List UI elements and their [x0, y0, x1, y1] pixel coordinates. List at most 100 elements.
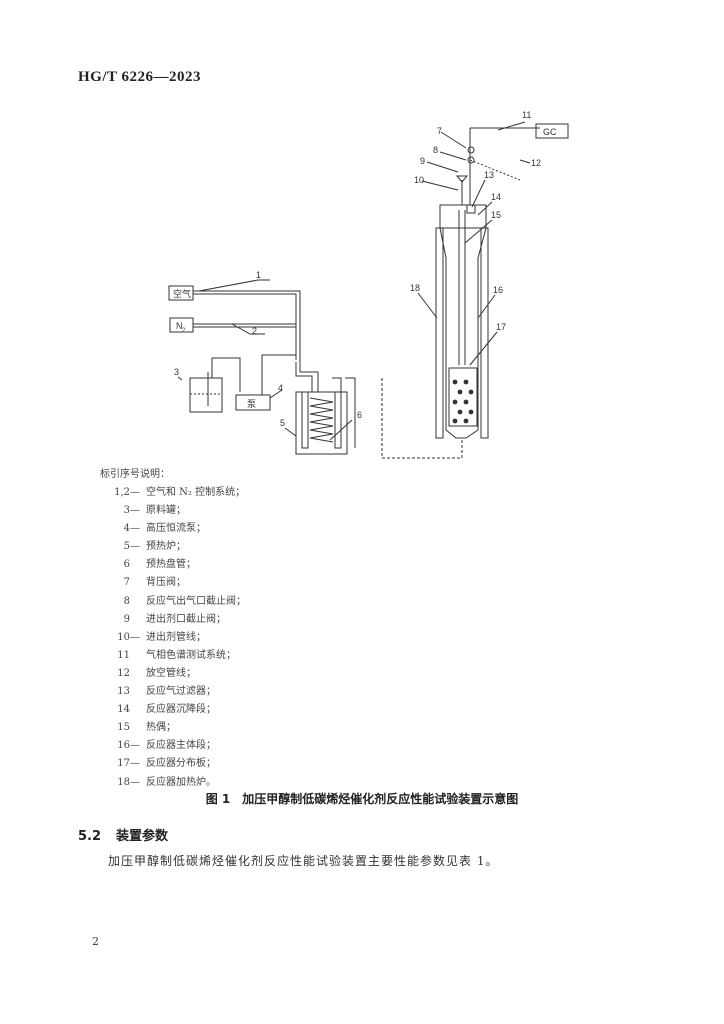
callout-5: 5 — [280, 418, 285, 428]
section-title: 装置参数 — [116, 829, 169, 844]
reaction-gas-filter — [466, 204, 476, 214]
callout-11: 11 — [522, 110, 531, 120]
callout-9: 9 — [420, 156, 425, 166]
legend-item-dash — [130, 701, 146, 719]
legend-item: 15 热偶； — [100, 719, 246, 737]
reactor-settling-section — [439, 204, 487, 439]
callout-13: 13 — [484, 170, 494, 180]
callout-15: 15 — [491, 210, 501, 220]
legend: 标引序号说明： 1,2—空气和 N₂ 控制系统； 3—原料罐； 4—高压恒流泵；… — [100, 466, 246, 792]
legend-item-text: 进出剂管线； — [146, 631, 206, 643]
legend-item-text: 反应器分布板； — [146, 758, 216, 770]
callout-16: 16 — [493, 285, 503, 295]
legend-item-num: 14 — [117, 704, 130, 716]
legend-intro: 标引序号说明： — [100, 469, 170, 480]
callout-12: 12 — [531, 158, 541, 168]
legend-item-text: 反应气过滤器； — [146, 686, 216, 698]
apparatus-diagram: 空气 N 2 泵 GC 1 2 3 4 5 6 7 8 9 10 11 12 1… — [168, 110, 569, 459]
back-pressure-valve — [467, 146, 475, 154]
reactor-furnace-left — [435, 227, 444, 439]
legend-item-dash: — — [130, 776, 140, 788]
legend-item-dash: — — [130, 523, 140, 535]
air-label: 空气 — [173, 288, 191, 299]
legend-item-num: 11 — [117, 649, 130, 661]
legend-item-num: 4 — [123, 523, 130, 535]
legend-item: 5—预热炉； — [100, 538, 246, 556]
n2-label: N — [176, 321, 183, 331]
air-line — [193, 290, 301, 360]
legend-item-dash: — — [130, 740, 140, 752]
legend-item-text: 原料罐； — [146, 505, 186, 517]
callout-1: 1 — [256, 270, 261, 280]
legend-item: 17— 反应器分布板； — [100, 755, 246, 773]
callout-2: 2 — [252, 326, 257, 336]
preheat-coil — [309, 397, 334, 443]
legend-item-dash — [130, 593, 146, 611]
legend-item-dash: — — [130, 541, 140, 553]
legend-item-num: 18 — [117, 776, 130, 788]
pump-label: 泵 — [247, 399, 256, 409]
legend-item-dash: — — [130, 487, 140, 498]
reactor-furnace-right — [480, 227, 489, 439]
legend-item-num: 1,2 — [114, 487, 130, 498]
callout-7: 7 — [437, 126, 442, 136]
pump-box — [235, 394, 271, 411]
legend-item-dash — [130, 611, 146, 629]
air-control-box — [168, 285, 194, 301]
legend-item: 14 反应器沉降段； — [100, 701, 246, 719]
legend-item-text: 反应器沉降段； — [146, 704, 216, 716]
legend-item: 3—原料罐； — [100, 502, 246, 520]
n2-subscript: 2 — [182, 328, 186, 334]
legend-item-dash — [130, 574, 146, 592]
legend-item-dash: — — [130, 758, 140, 770]
callout-3: 3 — [174, 367, 179, 377]
legend-item-num: 5 — [123, 541, 130, 553]
legend-item-dash — [130, 719, 146, 737]
figure-caption: 图 1 加压甲醇制低碳烯烃催化剂反应性能试验装置示意图 — [205, 792, 519, 806]
legend-item: 10— 进出剂管线； — [100, 629, 246, 647]
callout-4: 4 — [278, 383, 283, 393]
callout-10: 10 — [414, 175, 424, 185]
legend-item: 8 反应气出气口截止阀； — [100, 593, 246, 611]
legend-item-num: 10 — [117, 631, 130, 643]
legend-item-text: 高压恒流泵； — [146, 523, 206, 535]
page-number: 2 — [92, 935, 99, 948]
gc-box — [535, 123, 569, 139]
legend-item-text: 进出剂口截止阀； — [146, 613, 226, 625]
legend-item-num: 3 — [123, 505, 130, 517]
legend-item: 1,2— 空气和 N₂ 控制系统； — [100, 484, 246, 502]
body-paragraph: 加压甲醇制低碳烯烃催化剂反应性能试验装置主要性能参数见表 1。 — [108, 854, 499, 868]
legend-item-num: 17 — [117, 758, 130, 770]
legend-item-text: 背压阀； — [146, 577, 186, 589]
legend-item-num: 13 — [117, 686, 130, 698]
callout-6: 6 — [357, 410, 362, 420]
legend-item-text: 空气和 N₂ 控制系统； — [146, 487, 246, 498]
reactor-distributor — [448, 367, 478, 427]
legend-item-num: 6 — [123, 559, 130, 571]
legend-item: 18— 反应器加热炉。 — [100, 774, 246, 792]
legend-item-dash: — — [130, 631, 140, 643]
n2-control-box — [169, 317, 194, 333]
preheat-furnace — [295, 391, 348, 455]
legend-item-text: 气相色谱测试系统； — [146, 649, 236, 661]
legend-item-num: 8 — [123, 595, 130, 607]
legend-item-num: 12 — [117, 667, 130, 679]
legend-item-text: 反应器主体段； — [146, 740, 216, 752]
thermocouple — [458, 210, 466, 365]
legend-item-text: 热偶； — [146, 722, 176, 734]
raw-material-tank — [189, 377, 223, 413]
section-number: 5.2 — [78, 829, 102, 844]
legend-item: 11 气相色谱测试系统； — [100, 647, 246, 665]
legend-item-text: 放空管线； — [146, 667, 196, 679]
legend-item-text: 反应气出气口截止阀； — [146, 595, 246, 607]
legend-item: 16— 反应器主体段； — [100, 737, 246, 755]
callout-14: 14 — [491, 192, 501, 202]
legend-item-num: 16 — [117, 740, 130, 752]
legend-item-text: 反应器加热炉。 — [146, 776, 216, 788]
feed-line-dashed — [381, 378, 463, 459]
callout-8: 8 — [433, 145, 438, 155]
legend-item-num: 15 — [117, 722, 130, 734]
legend-item-dash — [130, 665, 146, 683]
legend-item-num: 7 — [123, 577, 130, 589]
